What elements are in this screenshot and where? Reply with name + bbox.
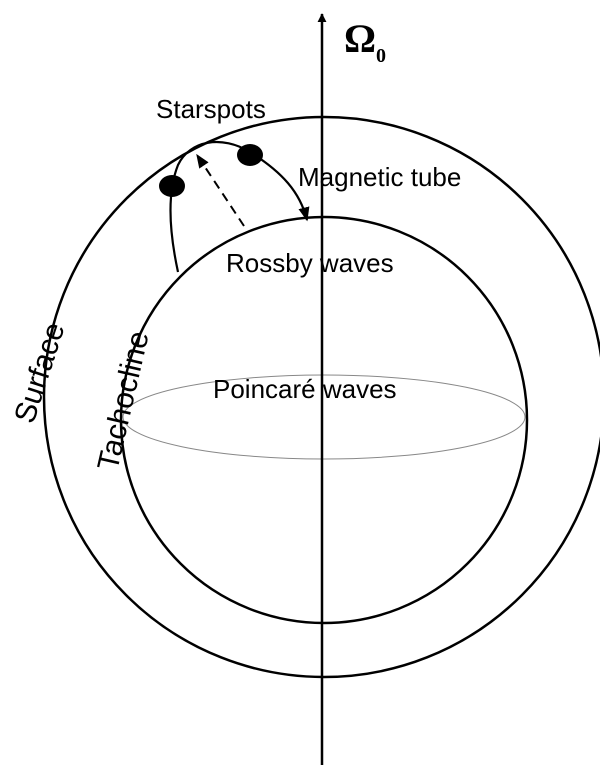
- tachocline-label: Tachocline: [92, 328, 156, 474]
- omega-subscript: 0: [376, 45, 386, 67]
- magnetic-tube: [169, 140, 310, 273]
- omega-label: Ω0: [344, 16, 386, 67]
- starspot-right: [237, 144, 263, 166]
- magnetic-tube-label: Magnetic tube: [298, 162, 461, 192]
- starspot-left: [159, 175, 185, 197]
- poincare-waves-label: Poincaré waves: [213, 374, 397, 404]
- equator-ellipse: [122, 374, 526, 460]
- rossby-waves-label: Rossby waves: [226, 248, 394, 278]
- surface-circle: [42, 115, 600, 679]
- starspots-label: Starspots: [156, 94, 266, 124]
- drift-arrow: [196, 153, 245, 227]
- tachocline-circle: [119, 215, 529, 625]
- surface-label: Surface: [8, 319, 71, 428]
